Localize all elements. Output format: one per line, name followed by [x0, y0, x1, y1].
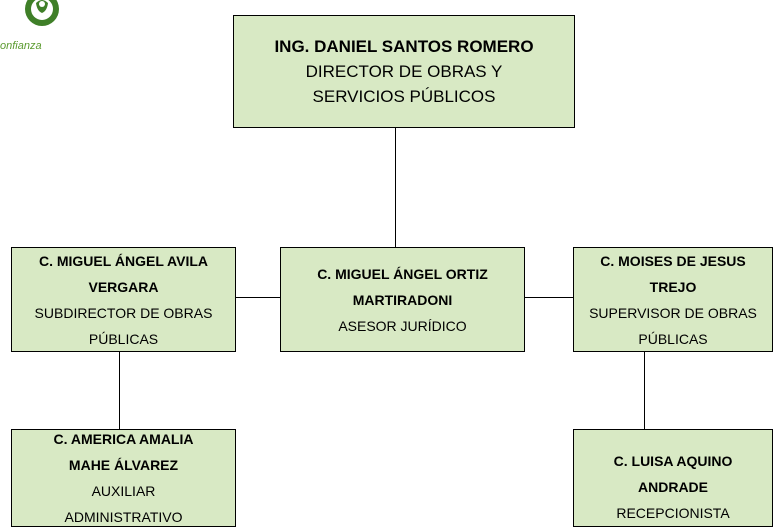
- subdirector-name-line2: VERGARA: [88, 278, 159, 295]
- logo-text: onfianza: [0, 40, 42, 52]
- recepcionista-name-line1: C. LUISA AQUINO: [613, 453, 733, 469]
- director-box: ING. DANIEL SANTOS ROMERO DIRECTOR DE OB…: [233, 15, 575, 128]
- subdirector-box: C. MIGUEL ÁNGEL AVILA VERGARA SUBDIRECTO…: [11, 247, 236, 352]
- subdirector-title-line1: SUBDIRECTOR DE OBRAS: [34, 304, 213, 321]
- logo-emblem-icon: [25, 0, 59, 26]
- asesor-box: C. MIGUEL ÁNGEL ORTIZ MARTIRADONI ASESOR…: [280, 247, 525, 352]
- connector-subdirector-vertical: [119, 351, 120, 429]
- director-title-line1: DIRECTOR DE OBRAS Y: [305, 62, 503, 81]
- connector-supervisor-vertical: [644, 351, 645, 429]
- supervisor-box: C. MOISES DE JESUS TREJO SUPERVISOR DE O…: [573, 247, 773, 352]
- auxiliar-name-line1: C. AMERICA AMALIA: [53, 431, 194, 447]
- connector-director-vertical: [395, 127, 396, 247]
- subdirector-title-line2: PÚBLICAS: [88, 330, 159, 347]
- supervisor-title-line2: PÚBLICAS: [638, 330, 708, 347]
- director-name: ING. DANIEL SANTOS ROMERO: [274, 37, 534, 56]
- asesor-title-line1: ASESOR JURÍDICO: [338, 317, 467, 334]
- supervisor-name-line1: C. MOISES DE JESUS: [600, 252, 746, 269]
- auxiliar-title-line2: ADMINISTRATIVO: [64, 509, 183, 525]
- asesor-name-line2: MARTIRADONI: [352, 291, 453, 308]
- supervisor-title-line1: SUPERVISOR DE OBRAS: [589, 304, 757, 321]
- supervisor-name-line2: TREJO: [649, 278, 697, 295]
- connector-left-horizontal: [235, 297, 281, 298]
- recepcionista-title-line1: RECEPCIONISTA: [616, 505, 730, 521]
- auxiliar-title-line1: AUXILIAR: [91, 483, 156, 499]
- auxiliar-name-line2: MAHE ÁLVAREZ: [68, 457, 179, 473]
- director-title-line2: SERVICIOS PÚBLICOS: [312, 87, 496, 106]
- recepcionista-box: C. LUISA AQUINO ANDRADE RECEPCIONISTA: [573, 429, 773, 527]
- auxiliar-box: C. AMERICA AMALIA MAHE ÁLVAREZ AUXILIAR …: [11, 429, 236, 527]
- asesor-name-line1: C. MIGUEL ÁNGEL ORTIZ: [317, 265, 488, 282]
- organization-logo: onfianza: [0, 0, 70, 60]
- connector-right-horizontal: [524, 297, 574, 298]
- recepcionista-name-line2: ANDRADE: [638, 479, 708, 495]
- subdirector-name-line1: C. MIGUEL ÁNGEL AVILA: [38, 252, 209, 269]
